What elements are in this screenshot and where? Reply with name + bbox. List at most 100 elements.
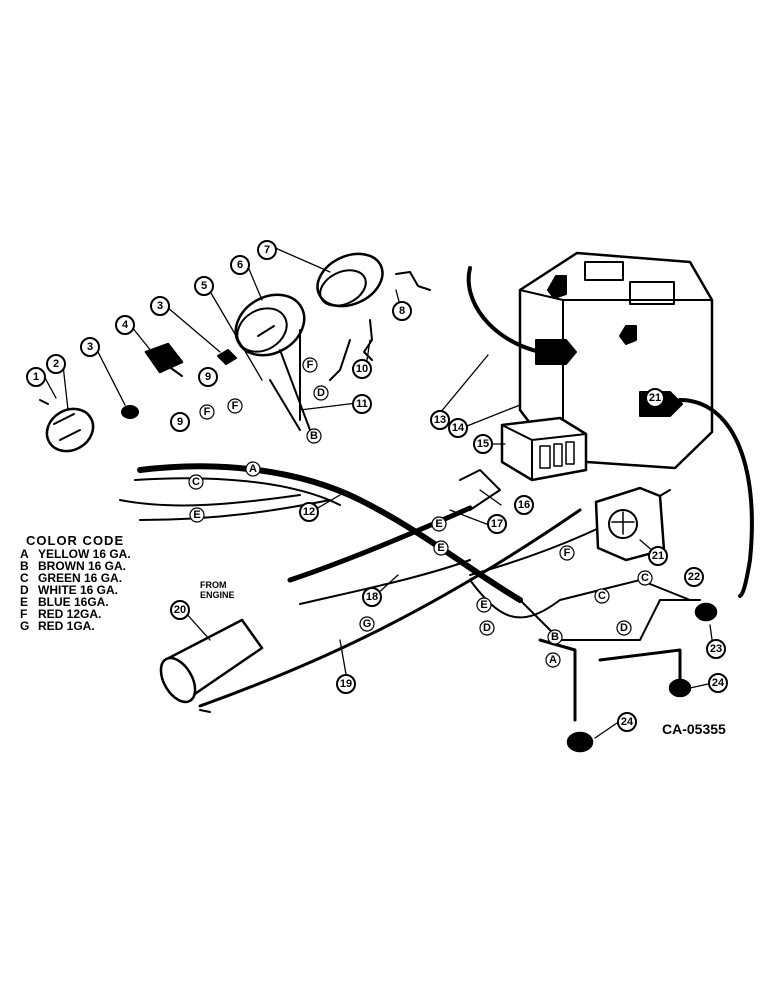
svg-text:10: 10 — [356, 363, 368, 375]
svg-text:9: 9 — [205, 371, 211, 383]
svg-text:D: D — [483, 622, 491, 634]
wire-letter: D — [479, 620, 495, 636]
svg-text:E: E — [437, 542, 444, 554]
svg-text:13: 13 — [434, 414, 446, 426]
callout-9b: 9 — [170, 412, 190, 432]
callout-3b: 3 — [150, 296, 170, 316]
svg-text:D: D — [317, 387, 325, 399]
callout-15: 15 — [473, 434, 493, 454]
svg-text:6: 6 — [237, 259, 243, 271]
callout-16: 16 — [514, 495, 534, 515]
wire-letter: C — [188, 474, 204, 490]
svg-text:4: 4 — [122, 319, 129, 331]
ignition-switch — [39, 399, 95, 453]
callout-5: 5 — [194, 276, 214, 296]
svg-text:3: 3 — [87, 341, 93, 353]
legend-text: BLUE 16GA. — [38, 595, 109, 609]
legend-text: GREEN 16 GA. — [38, 571, 123, 585]
svg-text:5: 5 — [201, 280, 207, 292]
legend-code: E — [20, 595, 29, 609]
wire-letter: F — [302, 357, 318, 373]
callout-18: 18 — [362, 587, 382, 607]
legend-code: A — [20, 547, 29, 561]
svg-text:23: 23 — [710, 643, 722, 655]
wire-letter: D — [313, 385, 329, 401]
legend-code: G — [20, 619, 30, 633]
callout-23: 23 — [706, 639, 726, 659]
wire-letter: F — [199, 404, 215, 420]
svg-text:F: F — [204, 406, 211, 418]
svg-text:G: G — [363, 618, 372, 630]
svg-text:22: 22 — [688, 571, 700, 583]
legend-text: RED 12GA. — [38, 607, 102, 621]
callout-17: 17 — [487, 514, 507, 534]
legend-row: E BLUE 16GA. — [20, 596, 131, 608]
svg-text:E: E — [193, 509, 200, 521]
svg-text:B: B — [310, 430, 318, 442]
wire-letter: E — [433, 540, 449, 556]
svg-text:19: 19 — [340, 678, 352, 690]
callout-9: 9 — [198, 367, 218, 387]
svg-text:9: 9 — [177, 416, 183, 428]
svg-text:20: 20 — [174, 604, 186, 616]
legend-text: WHITE 16 GA. — [38, 583, 119, 597]
svg-text:E: E — [435, 518, 442, 530]
svg-text:B: B — [551, 631, 559, 643]
wire-letter: B — [547, 629, 563, 645]
legend-code: C — [20, 571, 29, 585]
callout-24b: 24 — [617, 712, 637, 732]
svg-text:24: 24 — [621, 716, 634, 728]
wire-letter: G — [359, 616, 375, 632]
temperature-sender-lower — [566, 731, 594, 753]
wire-letter: F — [559, 545, 575, 561]
svg-text:A: A — [549, 654, 557, 666]
callout-3: 3 — [80, 337, 100, 357]
legend-row: G RED 1GA. — [20, 620, 131, 632]
callout-11: 11 — [352, 394, 372, 414]
sender-small — [121, 349, 237, 419]
switch-component — [144, 342, 184, 377]
callout-10: 10 — [352, 359, 372, 379]
svg-text:C: C — [192, 476, 200, 488]
svg-text:15: 15 — [477, 438, 489, 450]
wire-letter: E — [431, 516, 447, 532]
svg-text:18: 18 — [366, 591, 378, 603]
temperature-sender-upper — [668, 678, 692, 698]
starter-motor — [159, 618, 264, 713]
svg-text:11: 11 — [356, 398, 368, 410]
svg-text:E: E — [480, 599, 487, 611]
callout-14: 14 — [448, 418, 468, 438]
svg-text:17: 17 — [491, 518, 503, 530]
svg-text:C: C — [641, 572, 649, 584]
callout-4: 4 — [115, 315, 135, 335]
svg-text:1: 1 — [33, 371, 39, 383]
voltage-regulator — [500, 416, 588, 482]
legend-text: RED 1GA. — [38, 619, 95, 633]
callout-13: 13 — [430, 410, 450, 430]
svg-text:16: 16 — [518, 499, 530, 511]
main-harness — [119, 271, 701, 722]
svg-text:24: 24 — [712, 677, 725, 689]
wire-letter: A — [545, 652, 561, 668]
svg-text:2: 2 — [53, 358, 59, 370]
legend-text: YELLOW 16 GA. — [38, 547, 131, 561]
wire-letter: A — [245, 461, 261, 477]
callout-22: 22 — [684, 567, 704, 587]
wire-letter: E — [189, 507, 205, 523]
legend-code: D — [20, 583, 29, 597]
svg-text:21: 21 — [652, 550, 664, 562]
svg-text:A: A — [249, 463, 257, 475]
svg-text:F: F — [307, 359, 314, 371]
legend-row: A YELLOW 16 GA. — [20, 548, 131, 560]
callout-1: 1 — [26, 367, 46, 387]
figure-id: CA-05355 — [662, 721, 726, 737]
svg-text:F: F — [232, 400, 239, 412]
svg-text:F: F — [564, 547, 571, 559]
callout-19: 19 — [336, 674, 356, 694]
callout-7: 7 — [257, 240, 277, 260]
gauge-right — [316, 252, 384, 308]
svg-text:D: D — [620, 622, 628, 634]
wire-letter: E — [476, 597, 492, 613]
callout-21b: 21 — [645, 388, 665, 408]
from-engine-label: FROM ENGINE — [200, 580, 235, 600]
